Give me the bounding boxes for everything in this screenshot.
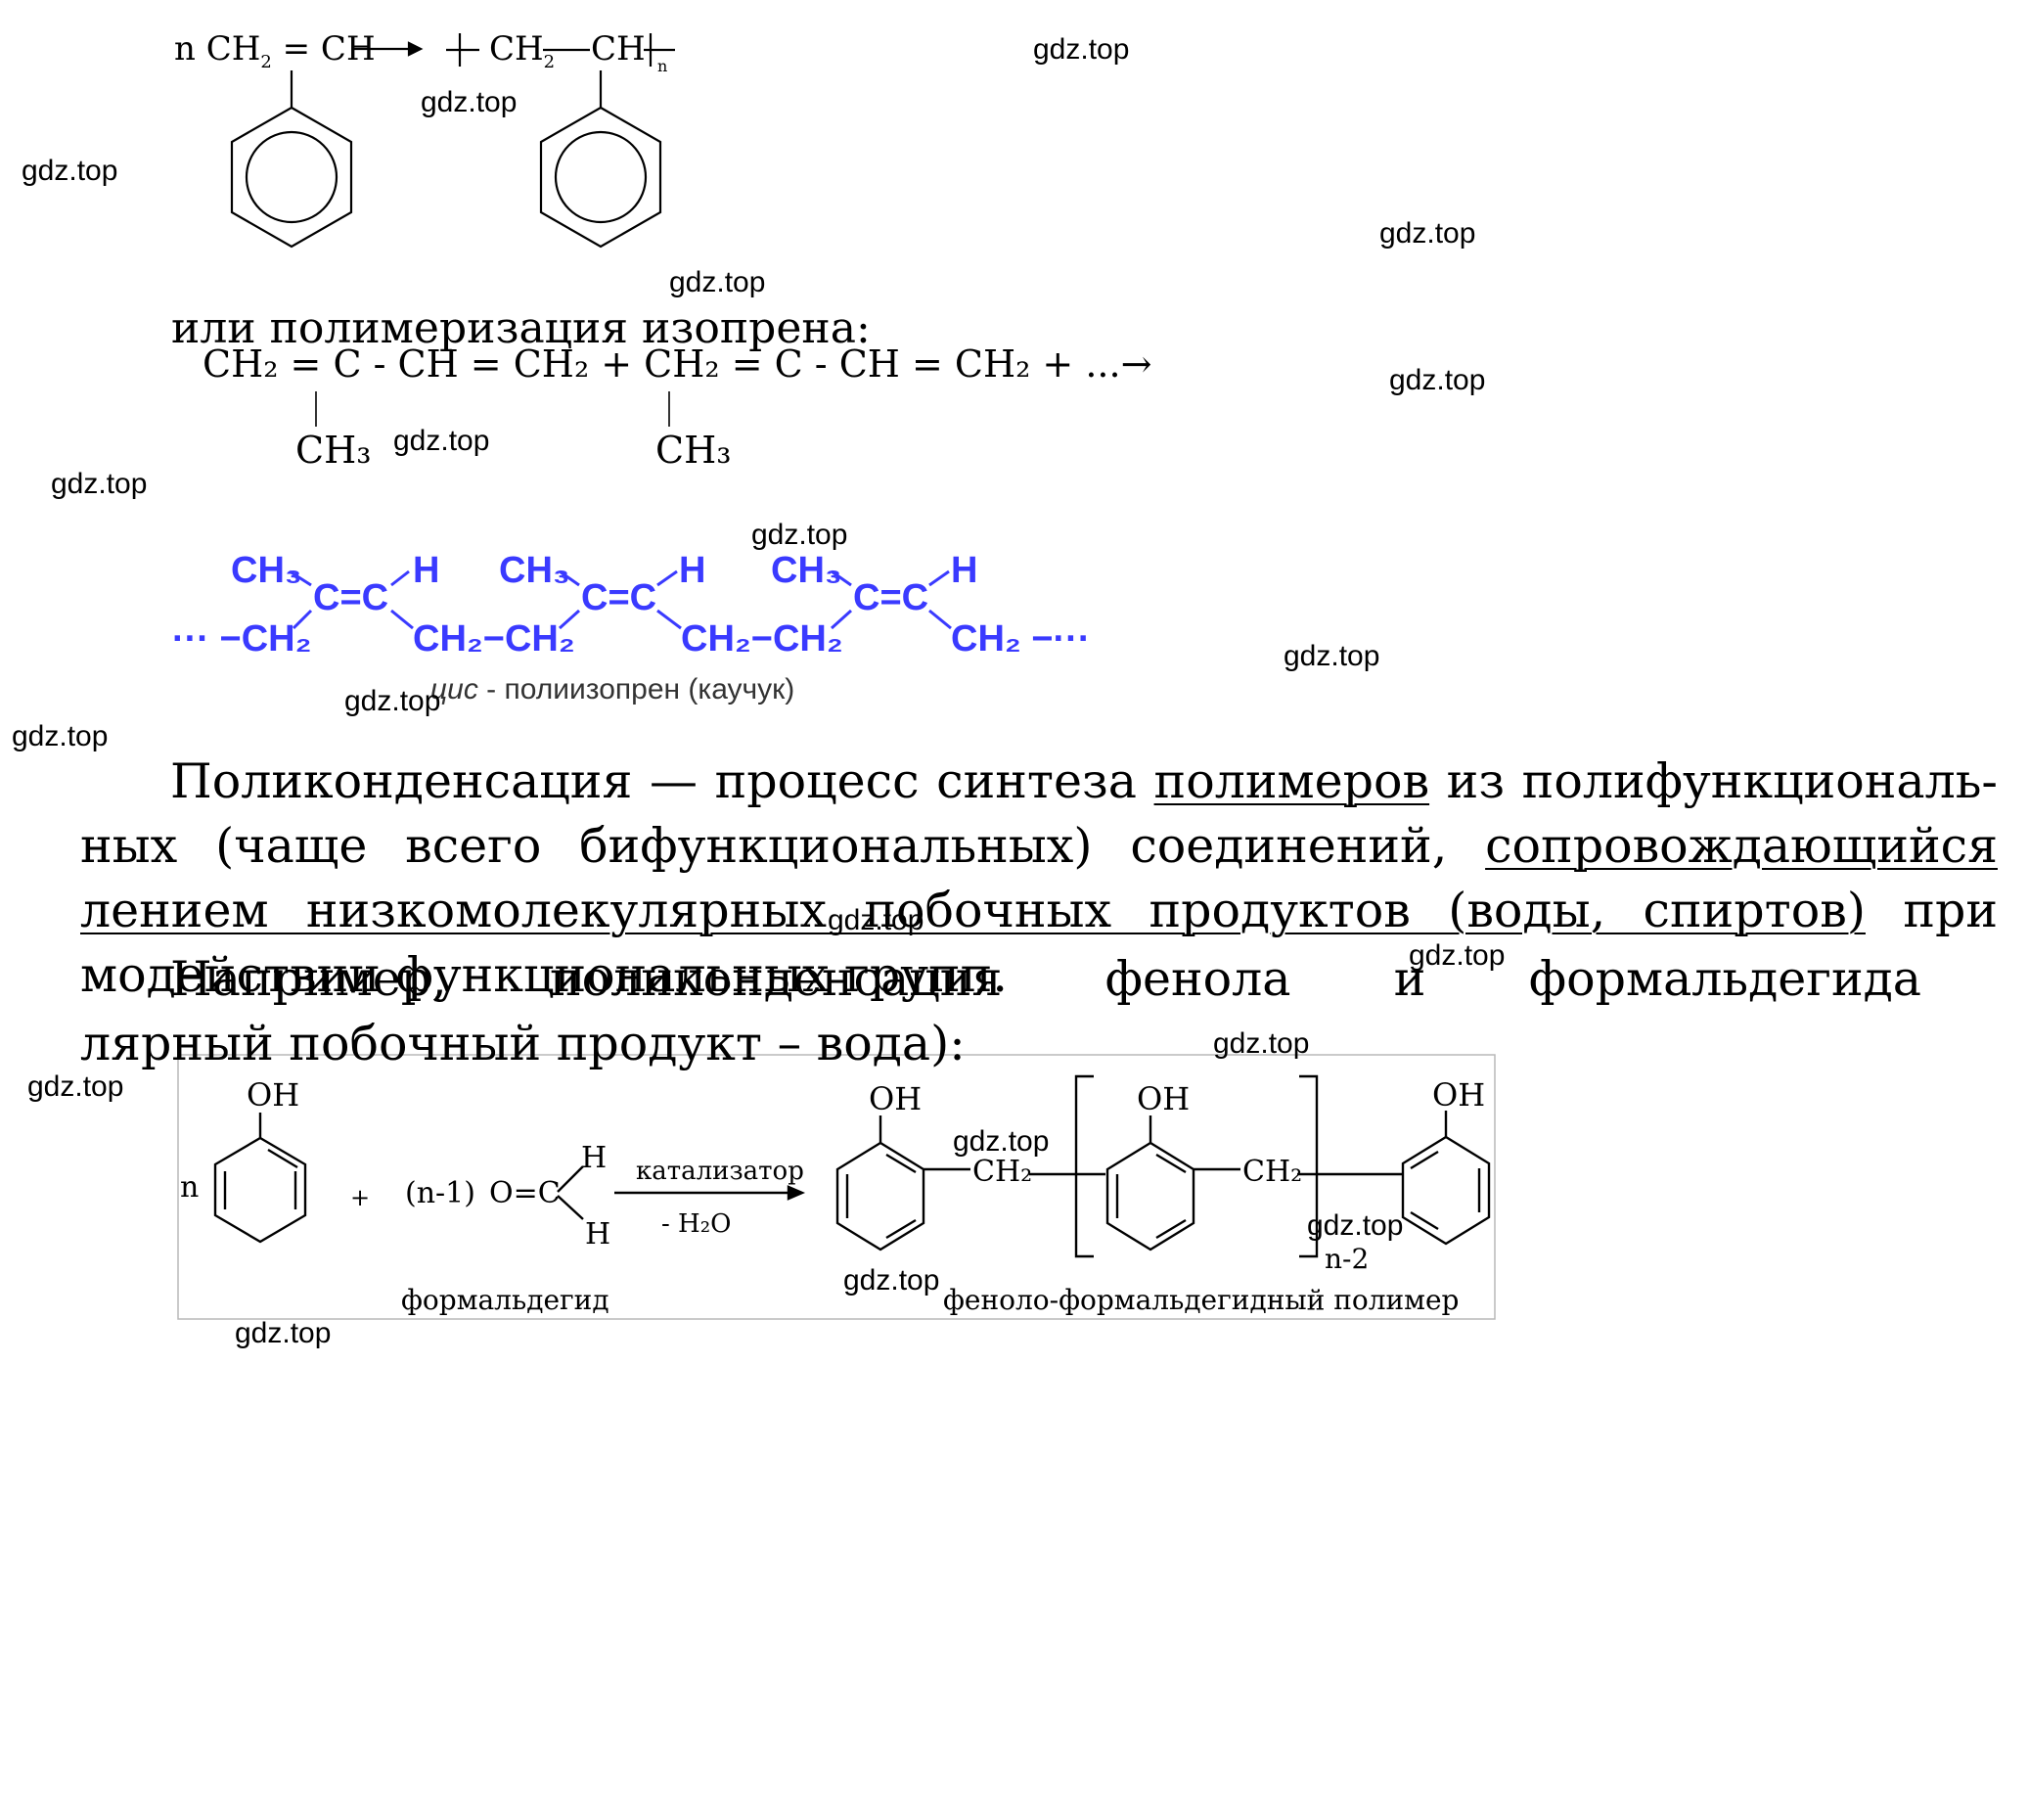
polyisoprene-left-end: ··· −CH₂ xyxy=(172,618,312,660)
polyisoprene-ch3: CH₃ xyxy=(231,550,302,591)
polyisoprene-double-bond: C=C xyxy=(581,577,657,618)
catalyst-label: катализатор xyxy=(636,1157,804,1186)
polymer-label: феноло-формальдегидный полимер xyxy=(943,1284,1460,1316)
caption-italic: цис xyxy=(430,673,478,705)
repeat-count: n-2 xyxy=(1325,1243,1370,1275)
product-oh-3: OH xyxy=(1432,1076,1486,1114)
watermark: gdz.top xyxy=(344,685,441,717)
benzene-ring xyxy=(1401,1135,1491,1246)
polyisoprene-ch3: CH₃ xyxy=(771,550,842,591)
watermark: gdz.top xyxy=(22,155,118,187)
formaldehyde-h-bottom: H xyxy=(585,1217,611,1251)
formaldehyde-label: формальдегид xyxy=(401,1284,609,1316)
polyisoprene-mid: CH₂−CH₂ xyxy=(681,618,843,660)
product-oh-2: OH xyxy=(1137,1080,1191,1117)
aromatic-circle xyxy=(245,130,338,224)
arrowhead xyxy=(407,41,424,57)
styrene-product-ch2: CH2 xyxy=(489,29,556,72)
polyisoprene-double-bond: C=C xyxy=(853,577,929,618)
paragraph-line: лярный побочный продукт – вода): xyxy=(80,1016,966,1071)
polyisoprene-h: H xyxy=(413,550,440,591)
isoprene-equation: CH₂ = C - CH = CH₂ + CH₂ = C - CH = CH₂ … xyxy=(203,342,1152,386)
polyisoprene-ch3: CH₃ xyxy=(499,550,570,591)
polyisoprene-right-end: CH₂ −··· xyxy=(951,618,1091,660)
formaldehyde-coef: (n-1) xyxy=(405,1176,475,1210)
caption-rest: - полиизопрен (каучук) xyxy=(477,673,795,705)
polycondensation-example: Например, поликонденсация фенола и форма… xyxy=(80,947,1921,1076)
formaldehyde-h-top: H xyxy=(581,1141,608,1175)
watermark: gdz.top xyxy=(235,1317,332,1349)
watermark: gdz.top xyxy=(421,86,518,118)
product-ch2-2: CH₂ xyxy=(1242,1155,1303,1189)
aromatic-circle xyxy=(554,130,648,224)
product-ch2-1: CH₂ xyxy=(972,1155,1033,1189)
paragraph-line: Например, поликонденсация фенола и форма… xyxy=(170,951,1921,1007)
styrene-product-ch: CH xyxy=(591,29,646,68)
isoprene-methyl-left: CH₃ xyxy=(295,429,372,472)
watermark: gdz.top xyxy=(1213,1027,1310,1060)
polycondensation-definition: Поликонденсация — процесс синтеза полиме… xyxy=(80,750,1998,1008)
polyisoprene-h: H xyxy=(679,550,706,591)
isoprene-intro: или полимеризация изопрена: xyxy=(171,303,871,353)
product-oh-1: OH xyxy=(869,1080,923,1117)
paragraph-line: Поликонденсация — процесс синтеза полиме… xyxy=(170,753,1998,809)
watermark: gdz.top xyxy=(1389,364,1486,396)
water-label: - H₂O xyxy=(661,1209,732,1239)
polyisoprene-double-bond: C=C xyxy=(313,577,389,618)
isoprene-methyl-right: CH₃ xyxy=(655,429,732,472)
benzene-ring xyxy=(230,106,353,249)
watermark: gdz.top xyxy=(27,1070,124,1103)
styrene-product-n: n xyxy=(657,57,668,75)
benzene-ring xyxy=(1105,1141,1195,1251)
paragraph-line: лением низкомолекулярных побочных продук… xyxy=(80,883,1998,938)
polyisoprene-caption: цис - полиизопрен (каучук) xyxy=(430,673,794,706)
benzene-ring xyxy=(835,1141,925,1251)
watermark: gdz.top xyxy=(12,720,109,752)
paragraph-line: ных (чаще всего бифункциональных) соедин… xyxy=(80,818,1998,874)
arrowhead xyxy=(787,1185,806,1201)
benzene-ring xyxy=(539,106,662,249)
phenol-n: n xyxy=(180,1170,200,1205)
plus-sign: + xyxy=(350,1184,371,1211)
watermark: gdz.top xyxy=(1307,1209,1404,1242)
polyisoprene-h: H xyxy=(951,550,978,591)
bracket-right xyxy=(1299,1074,1319,1258)
polyisoprene-bonds xyxy=(289,569,952,630)
watermark: gdz.top xyxy=(751,519,848,551)
benzene-ring xyxy=(213,1136,307,1244)
watermark: gdz.top xyxy=(828,904,924,936)
watermark: gdz.top xyxy=(51,468,148,500)
watermark: gdz.top xyxy=(1379,217,1476,250)
watermark: gdz.top xyxy=(1033,33,1130,66)
watermark: gdz.top xyxy=(1409,939,1506,972)
styrene-reactant: n CH2 = CH xyxy=(174,29,376,72)
watermark: gdz.top xyxy=(1284,640,1380,672)
watermark: gdz.top xyxy=(393,425,490,457)
reaction-frame xyxy=(177,1054,1496,1320)
polyisoprene-mid: CH₂−CH₂ xyxy=(413,618,575,660)
bond xyxy=(557,1165,584,1193)
paragraph-line: модействии функциональных групп. xyxy=(80,947,1008,1003)
watermark: gdz.top xyxy=(953,1125,1050,1158)
phenol-oh: OH xyxy=(247,1076,300,1114)
watermark: gdz.top xyxy=(843,1264,940,1297)
styrene-reactant-head: n CH xyxy=(174,29,261,68)
watermark: gdz.top xyxy=(669,266,766,298)
subscript: 2 xyxy=(260,51,272,72)
formaldehyde-oc: O=C xyxy=(489,1176,561,1210)
bracket-left xyxy=(1074,1074,1094,1258)
bond xyxy=(557,1195,584,1220)
